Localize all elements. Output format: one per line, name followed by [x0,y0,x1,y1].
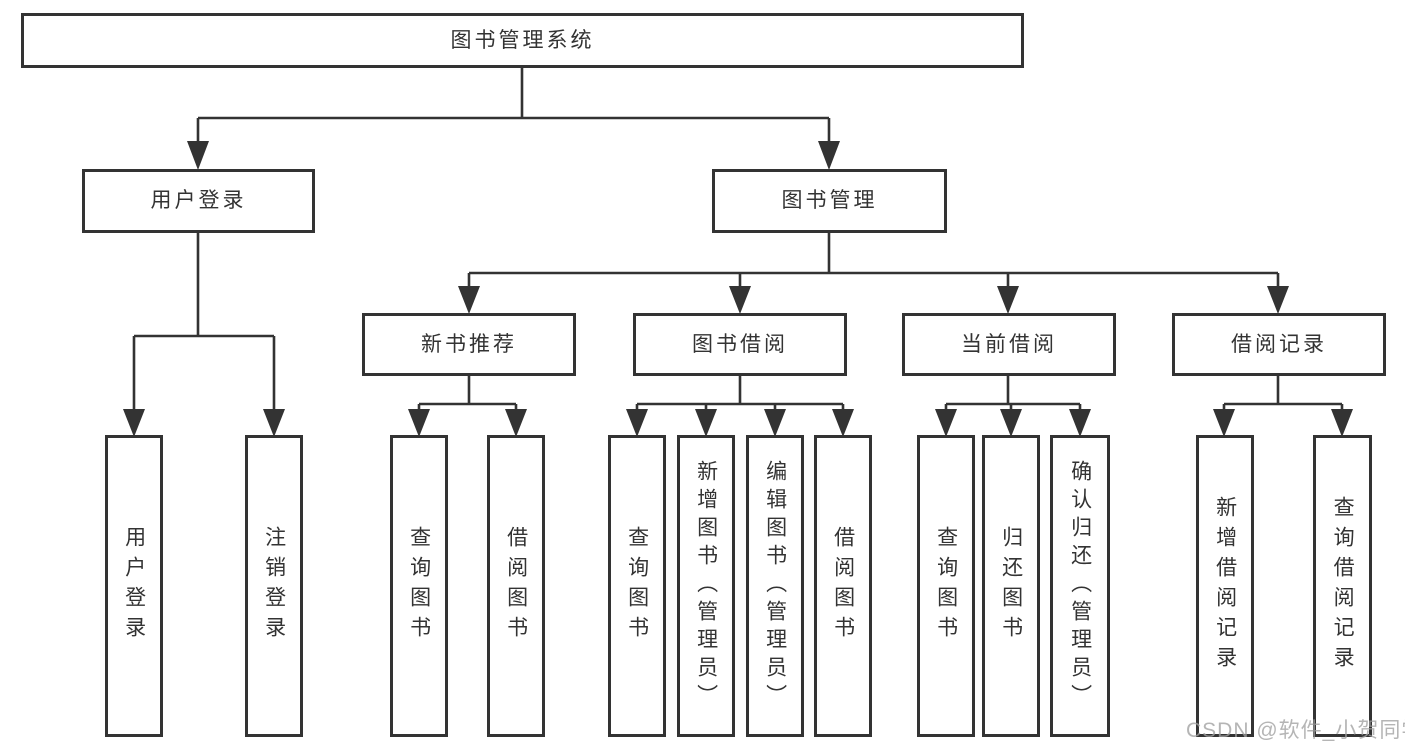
node-return-books: 归还图书 [982,435,1040,737]
node-user-login-branch: 用户登录 [82,169,315,233]
csdn-watermark: CSDN @软件_小贺同学 [1186,719,1405,742]
node-edit-books-admin: 编辑图书（管理员） [746,435,804,737]
arrowhead-triangles [123,141,1353,437]
node-library-management-system: 图书管理系统 [21,13,1024,68]
node-query-borrowing-record: 查询借阅记录 [1313,435,1372,737]
node-confirm-return-admin: 确认归还（管理员） [1050,435,1110,737]
node-new-book-recommendation: 新书推荐 [362,313,576,376]
node-book-management-branch: 图书管理 [712,169,947,233]
node-add-borrowing-record: 新增借阅记录 [1196,435,1254,737]
node-current-borrowing: 当前借阅 [902,313,1116,376]
node-book-borrowing: 图书借阅 [633,313,847,376]
node-query-books-borrowing: 查询图书 [608,435,666,737]
node-borrowing-records: 借阅记录 [1172,313,1386,376]
node-user-login-leaf: 用户登录 [105,435,163,737]
node-query-books-current: 查询图书 [917,435,975,737]
node-logout-login-leaf: 注销登录 [245,435,303,737]
node-add-books-admin: 新增图书（管理员） [677,435,735,737]
node-borrow-books-recommendation: 借阅图书 [487,435,545,737]
node-query-books-recommendation: 查询图书 [390,435,448,737]
node-borrow-books-borrowing: 借阅图书 [814,435,872,737]
